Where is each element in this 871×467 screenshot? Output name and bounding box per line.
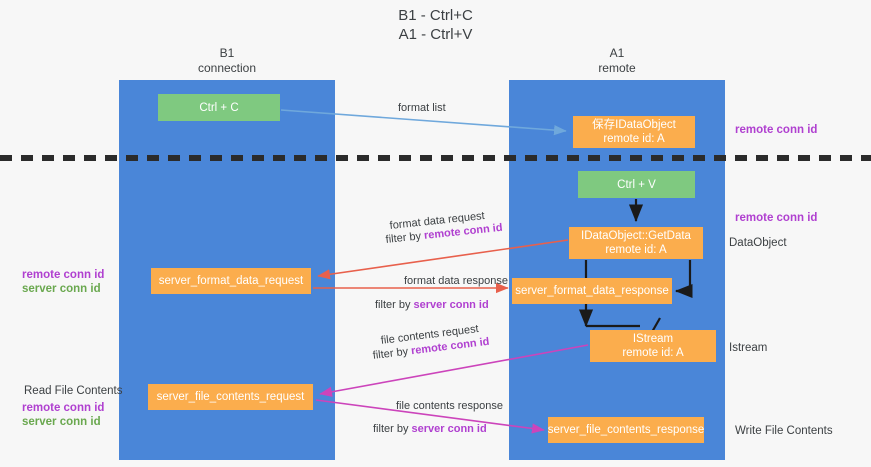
box-server-file-contents-response[interactable]: server_file_contents_response [548,417,704,443]
title-line-2: A1 - Ctrl+V [398,26,473,43]
phase-separator [0,155,871,161]
box-istream[interactable]: IStream remote id: A [590,330,716,362]
filter-prefix: filter by [375,299,414,311]
box-istream-subtitle: remote id: A [622,347,684,359]
right-label-write-file-contents: Write File Contents [735,425,833,437]
edge-label-format-data-response-filter: filter by server conn id [375,298,489,312]
right-label-remote-conn-id-1: remote conn id [735,124,818,136]
edge-label-format-list: format list [398,102,446,114]
box-server-format-data-request-label: server_format_data_request [158,275,304,287]
filter-prefix: filter by [385,229,425,246]
right-label-dataobject: DataObject [729,237,787,249]
diagram-title: B1 - Ctrl+C A1 - Ctrl+V [0,6,871,44]
lane-header-b1-role: connection [197,61,257,75]
lane-header-b1: B1 connection [119,46,335,76]
left-label-group-1: remote conn id server conn id [22,268,104,296]
lane-header-b1-name: B1 [219,46,235,60]
filter-key-server-conn-id: server conn id [411,423,487,435]
left-label-group-2-server: server conn id [22,416,101,428]
box-ctrl-v[interactable]: Ctrl + V [578,171,695,198]
edge-label-file-contents-response-filter: filter by server conn id [373,422,487,436]
lane-header-a1: A1 remote [509,46,725,76]
edge-label-format-data-response: format data response [404,275,508,287]
box-ctrl-v-label: Ctrl + V [617,178,656,191]
box-idataobject[interactable]: 保存IDataObject remote id: A [573,116,695,148]
filter-prefix: filter by [373,423,412,435]
left-label-group-1-server: server conn id [22,283,101,295]
right-label-istream: Istream [729,342,768,354]
lane-header-a1-name: A1 [609,46,625,60]
box-istream-title: IStream [632,333,674,345]
right-label-remote-conn-id-2: remote conn id [735,212,818,224]
lane-header-a1-role: remote [598,61,636,75]
edge-label-file-contents-response: file contents response [396,400,504,412]
box-ctrl-c[interactable]: Ctrl + C [158,94,280,121]
left-label-read-file-contents: Read File Contents [24,385,123,397]
box-server-format-data-response[interactable]: server_format_data_response [512,278,672,304]
left-label-group-2-remote: remote conn id [22,402,105,414]
box-getdata-subtitle: remote id: A [605,244,667,256]
left-label-group-1-remote: remote conn id [22,269,105,281]
left-label-group-2: remote conn id server conn id [22,401,104,429]
box-server-file-contents-response-label: server_file_contents_response [547,424,705,436]
box-getdata-title: IDataObject::GetData [581,230,691,242]
box-idataobject-subtitle: remote id: A [603,133,665,145]
box-server-file-contents-request[interactable]: server_file_contents_request [148,384,313,410]
title-line-1: B1 - Ctrl+C [398,7,473,24]
box-server-format-data-response-label: server_format_data_response [515,285,669,297]
filter-prefix: filter by [372,345,412,362]
box-ctrl-c-label: Ctrl + C [199,101,239,114]
box-server-format-data-request[interactable]: server_format_data_request [151,268,311,294]
box-idataobject-title: 保存IDataObject [592,119,676,131]
box-server-file-contents-request-label: server_file_contents_request [156,391,305,403]
box-idataobject-getdata[interactable]: IDataObject::GetData remote id: A [569,227,703,259]
filter-key-server-conn-id: server conn id [413,299,489,311]
